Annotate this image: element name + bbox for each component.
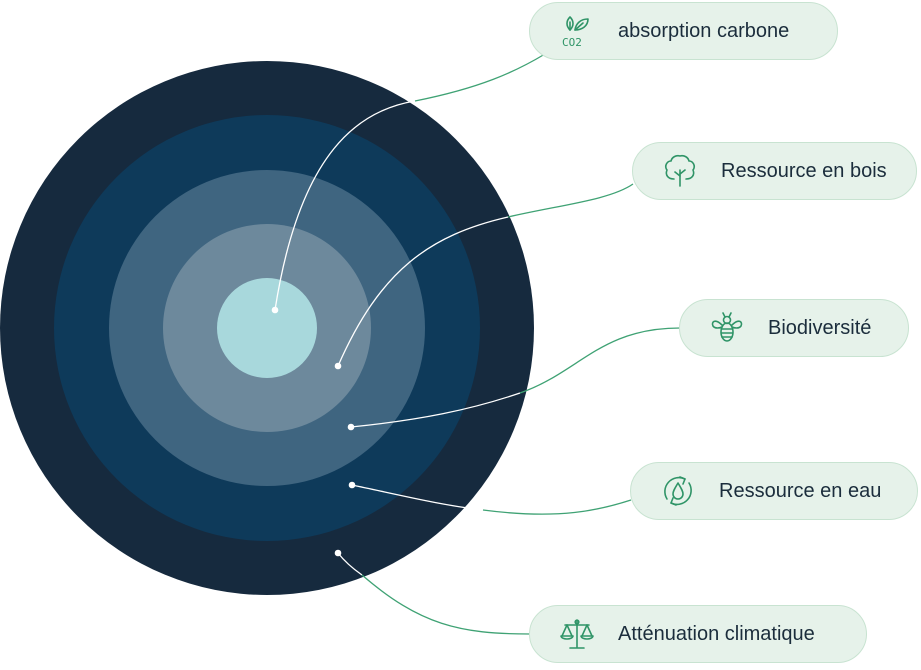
tree-icon [661,152,699,190]
connector-ressource-eau [351,484,484,511]
anchor-dot-absorption [271,306,279,314]
connector-ressource-eau-outer [482,499,632,515]
bee-icon [708,309,746,347]
anchor-dot-eau [348,481,356,489]
connector-ressource-bois [337,216,509,367]
connector-absorption-carbone-outer [414,53,546,102]
co2-leaf-icon: CO2 [558,12,596,50]
label-pill-absorption-carbone: CO2 absorption carbone [529,2,838,60]
anchor-dot-bois [334,362,342,370]
connector-biodiversite [350,392,521,428]
water-cycle-icon [659,472,697,510]
anchor-dot-attenuation [334,549,342,557]
label-pill-attenuation-climatique: Atténuation climatique [529,605,867,663]
connector-attenuation-outer [361,574,531,635]
connector-absorption-carbone [274,100,416,311]
label-ressource-eau: Ressource en eau [719,479,882,502]
label-pill-biodiversite: Biodiversité [679,299,909,357]
label-pill-ressource-bois: Ressource en bois [632,142,917,200]
anchor-dot-biodiversite [347,423,355,431]
label-biodiversite: Biodiversité [768,316,872,339]
svg-text:CO2: CO2 [562,36,582,49]
ring-core [217,278,317,378]
balance-scale-icon [558,615,596,653]
label-pill-ressource-eau: Ressource en eau [630,462,918,520]
label-absorption-carbone: absorption carbone [618,19,790,42]
label-attenuation-climatique: Atténuation climatique [618,622,815,645]
connector-biodiversite-outer [519,327,681,394]
label-ressource-bois: Ressource en bois [721,159,887,182]
connector-ressource-bois-outer [507,183,634,218]
